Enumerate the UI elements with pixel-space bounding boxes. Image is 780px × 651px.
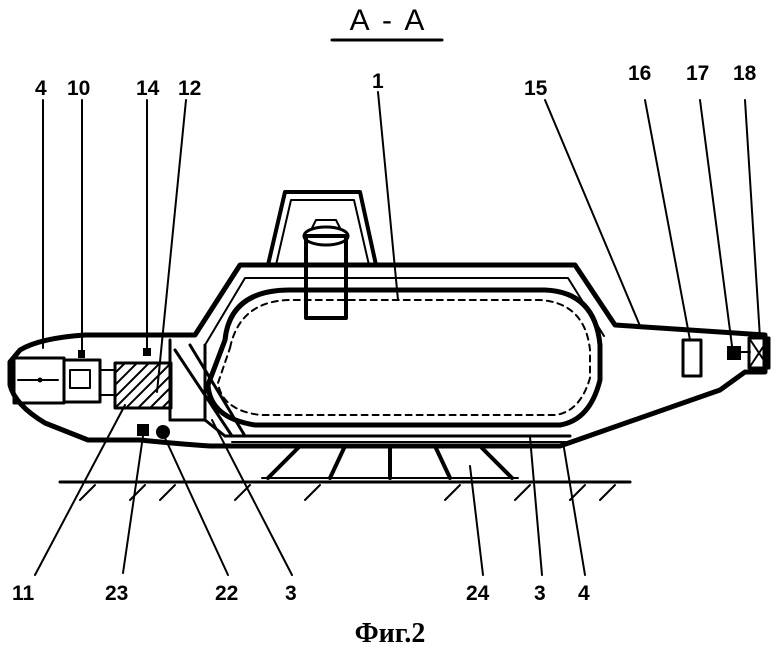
hatched-block-11 (99, 361, 173, 410)
label-14: 14 (136, 77, 160, 100)
label-15: 15 (524, 77, 548, 100)
element-16-unit (681, 338, 703, 378)
element-22-wheel (156, 425, 170, 439)
element-18-cross-b (748, 337, 770, 369)
access-hatch (302, 219, 350, 320)
label-4-top: 4 (35, 77, 47, 100)
label-4-bottom: 4 (578, 582, 590, 605)
label-24: 24 (466, 582, 490, 605)
element-14-marker (143, 348, 151, 356)
keel-lines (223, 434, 572, 443)
label-22: 22 (215, 582, 238, 605)
label-12: 12 (178, 77, 201, 100)
pressure-hull (205, 287, 603, 428)
conning-tower (266, 190, 378, 267)
label-17: 17 (686, 62, 709, 85)
figure-caption: Фиг.2 (355, 618, 426, 649)
element-10-marker (78, 350, 85, 358)
leader-lines (34, 91, 761, 576)
label-1: 1 (372, 70, 384, 93)
label-10: 10 (67, 77, 90, 100)
label-16: 16 (628, 62, 651, 85)
support-legs (261, 444, 519, 480)
label-3-right: 3 (534, 582, 546, 605)
ground (58, 480, 632, 501)
label-23: 23 (105, 582, 128, 605)
element-17-block (727, 346, 741, 360)
label-3-left: 3 (285, 582, 297, 605)
label-11: 11 (12, 582, 35, 605)
section-title: А - А (350, 4, 427, 37)
part-labels: 4 10 14 12 1 15 16 17 18 11 23 22 3 24 3… (12, 62, 757, 605)
element-23-block (137, 424, 149, 436)
label-18: 18 (733, 62, 757, 85)
nose-compartment (12, 356, 102, 405)
